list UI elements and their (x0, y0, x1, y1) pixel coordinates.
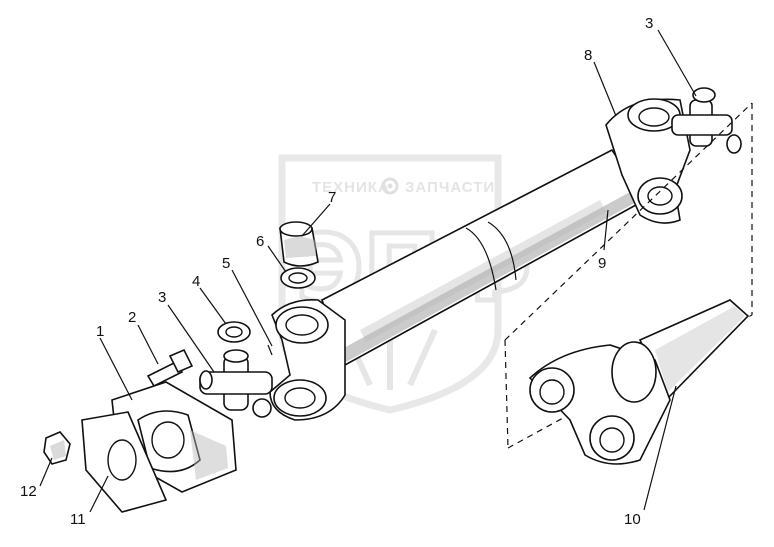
callout-1: 1 (96, 323, 104, 340)
gear-icon (381, 177, 399, 195)
callout-2: 2 (128, 309, 136, 326)
shaft-sleeve-joint-2 (487, 221, 517, 281)
nut-12 (43, 431, 71, 465)
shaft-assembly (269, 87, 742, 421)
inset-view (504, 102, 753, 465)
inset-splined-yoke (528, 299, 750, 465)
callout-6: 6 (256, 233, 264, 250)
callout-3-front: 3 (158, 289, 166, 306)
bolt-2 (146, 348, 194, 388)
watermark-text-right: ЗАПЧАСТИ (405, 179, 495, 196)
callout-12: 12 (20, 483, 37, 500)
callout-9: 9 (598, 255, 606, 272)
callout-labels: 1 2 3 3 4 5 6 7 8 9 10 11 12 (20, 15, 653, 528)
callout-10: 10 (624, 511, 641, 528)
watermark-text-left: ТЕХНИКА (312, 179, 390, 196)
bearing-cap (279, 221, 319, 267)
shaft-sleeve-joint (465, 227, 497, 291)
seal-ring-4 (217, 321, 251, 343)
callout-11: 11 (70, 511, 86, 528)
callout-7: 7 (328, 189, 336, 206)
leader-lines (39, 29, 697, 513)
seal-ring-6 (280, 267, 316, 289)
front-yoke (269, 298, 346, 421)
rear-cross-spider (671, 87, 742, 154)
callout-8: 8 (584, 47, 592, 64)
pin-5 (267, 344, 273, 356)
callout-3-rear: 3 (645, 15, 653, 32)
callout-4: 4 (192, 273, 200, 290)
shaft-tube (321, 148, 647, 367)
front-cross-spider (199, 349, 273, 418)
callout-5: 5 (222, 255, 230, 272)
